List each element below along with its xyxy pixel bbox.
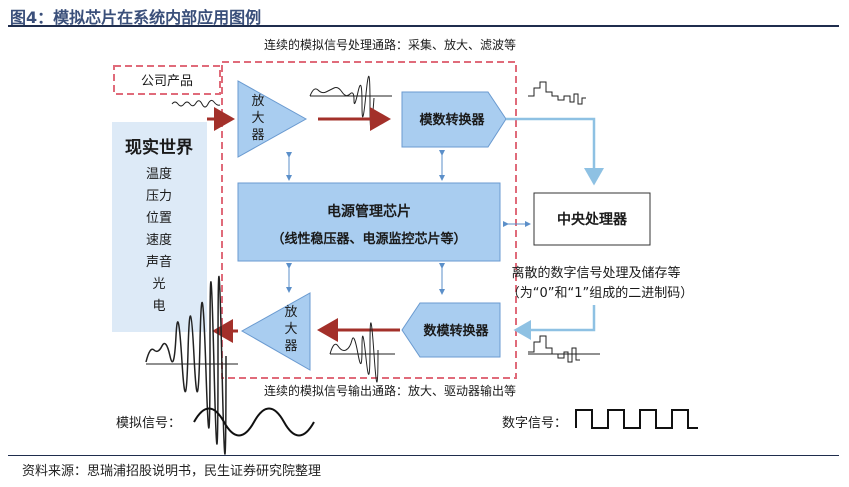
amp-bottom-char: 大 [284, 322, 297, 337]
power-management-chip [237, 182, 501, 262]
legend-analog-wave [193, 407, 315, 437]
amplified-wave-top [309, 76, 375, 129]
output-analog-wave [145, 275, 227, 455]
dac-block [401, 302, 501, 358]
legend-analog-label: 模拟信号： [116, 416, 181, 431]
cpu-box [533, 192, 651, 246]
figure-title: 图4：模拟芯片在系统内部应用图例 [10, 8, 262, 27]
company-product-tag [113, 65, 221, 95]
source-note: 资料来源：思瑞浦招股说明书，民生证券研究院整理 [22, 464, 322, 479]
company-product-boundary [221, 61, 517, 379]
real-world-item: 温度 [146, 166, 172, 182]
company-product-label: 公司产品 [141, 74, 193, 89]
amp-top-char: 器 [251, 128, 264, 143]
legend-digital-wave [575, 409, 698, 429]
real-world-item: 光 [152, 277, 165, 292]
power-chip-subtitle: （线性稳压器、电源监控芯片等） [271, 231, 466, 247]
discrete-note-line2: （为“0”和“1”组成的二进制码） [507, 285, 693, 301]
digital-wave-bottom [528, 335, 580, 363]
real-world-title: 现实世界 [125, 137, 193, 158]
output-path-label: 连续的模拟信号输出通路：放大、驱动器输出等 [264, 383, 516, 398]
real-world-item: 电 [152, 299, 165, 314]
amp-bottom-char: 器 [284, 339, 297, 354]
digital-wave-top [528, 81, 586, 105]
dac-label: 数模转换器 [423, 323, 489, 339]
amp-bottom-char: 放 [284, 305, 297, 320]
legend-digital-label: 数字信号： [502, 416, 567, 431]
input-path-label: 连续的模拟信号处理通路：采集、放大、滤波等 [264, 37, 516, 52]
amplifier-top [237, 80, 308, 158]
input-noise-wave [171, 99, 221, 108]
real-world-item: 位置 [146, 211, 172, 226]
amp-top-char: 放 [251, 94, 264, 109]
analog-wave-bottom [329, 322, 379, 383]
real-world-item: 声音 [146, 254, 172, 270]
adc-block [401, 91, 507, 148]
footer-rule [8, 455, 839, 456]
real-world-box [112, 122, 207, 332]
amplifier-bottom [240, 292, 311, 371]
arrow-adc-to-cpu [506, 117, 604, 186]
arrow-cpu-to-dac [513, 305, 596, 340]
real-world-item: 压力 [146, 189, 172, 204]
title-rule [8, 25, 839, 27]
cpu-label: 中央处理器 [557, 211, 628, 228]
adc-label: 模数转换器 [419, 112, 485, 128]
power-chip-title: 电源管理芯片 [327, 203, 411, 220]
real-world-item: 速度 [146, 232, 172, 248]
discrete-note-line1: 离散的数字信号处理及储存等 [511, 265, 680, 281]
amp-top-char: 大 [251, 111, 264, 126]
